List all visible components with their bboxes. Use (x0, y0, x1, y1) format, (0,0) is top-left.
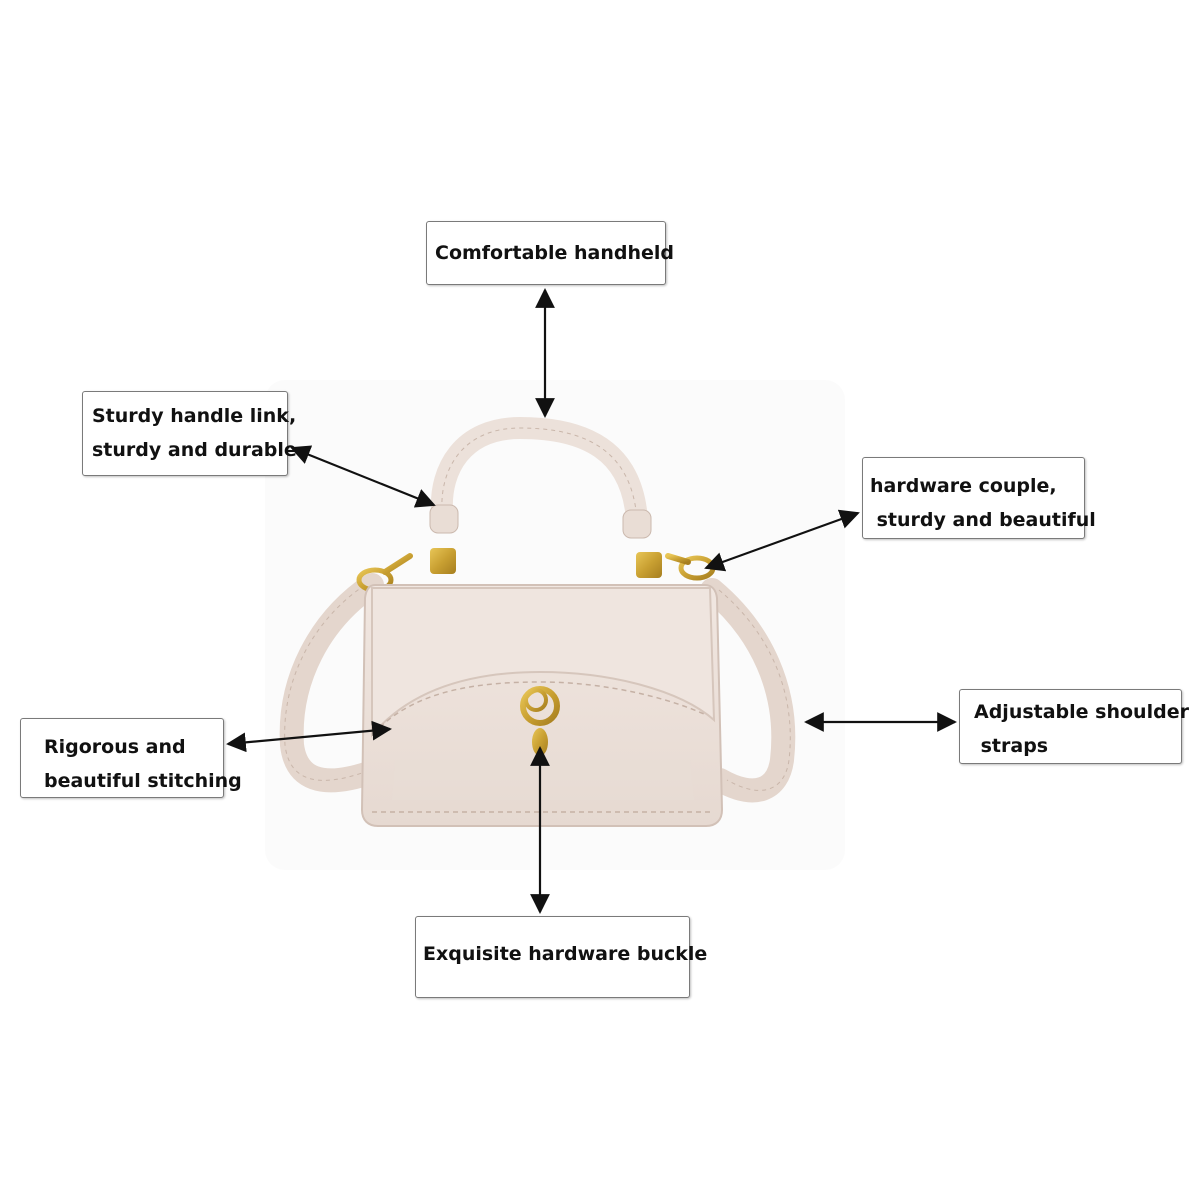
arrow-handle-link (290, 445, 436, 508)
callout-text: hardware couple, (870, 475, 1057, 497)
callout-text: beautiful stitching (44, 770, 242, 792)
callout-exquisite-hardware-buckle: Exquisite hardware buckle (415, 916, 708, 998)
callout-sturdy-handle-link: Sturdy handle link, sturdy and durable (82, 391, 297, 476)
hardware-couple-left (356, 548, 456, 593)
callout-adjustable-shoulder-straps: Adjustable shoulder straps (959, 689, 1189, 764)
callout-text: sturdy and durable (92, 439, 297, 461)
arrow-stitching (226, 720, 392, 753)
callout-arrows (226, 288, 957, 914)
callout-text: Adjustable shoulder (974, 701, 1189, 723)
top-handle (429, 416, 652, 539)
callout-text: straps (974, 735, 1049, 757)
hardware-couple-right (636, 552, 716, 581)
callout-text: Exquisite hardware buckle (423, 943, 708, 965)
callout-text: sturdy and beautiful (870, 509, 1096, 531)
callout-rigorous-stitching: Rigorous and beautiful stitching (20, 718, 242, 798)
callout-hardware-couple: hardware couple, sturdy and beautiful (862, 457, 1096, 539)
callout-comfortable-handheld: Comfortable handheld (426, 221, 675, 285)
arrow-hardware-couple (704, 509, 860, 572)
callout-text: Comfortable handheld (435, 242, 675, 264)
callout-text: Sturdy handle link, (92, 405, 297, 427)
callout-text: Rigorous and (44, 736, 186, 758)
